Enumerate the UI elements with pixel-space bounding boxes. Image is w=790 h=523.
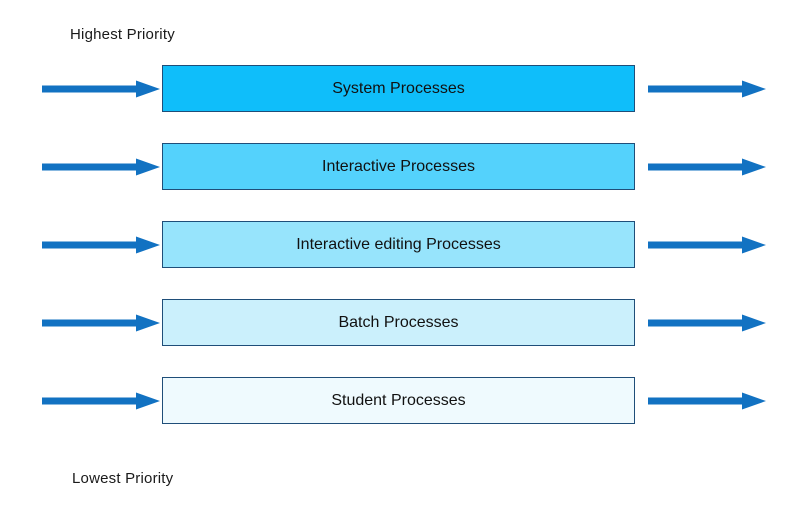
queue-box: Batch Processes	[162, 299, 635, 346]
queue-row: System Processes	[0, 65, 790, 112]
queue-rows: System Processes Interactive Processes	[0, 65, 790, 455]
queue-label: Interactive editing Processes	[296, 235, 501, 253]
lowest-priority-label: Lowest Priority	[72, 470, 174, 487]
queue-box: System Processes	[162, 65, 635, 112]
queue-box: Interactive Processes	[162, 143, 635, 190]
outflow-right-arrow-icon	[648, 158, 766, 175]
inflow-right-arrow-icon	[42, 236, 160, 253]
queue-label: Interactive Processes	[322, 157, 475, 175]
inflow-right-arrow-icon	[42, 392, 160, 409]
inflow-right-arrow-icon	[42, 158, 160, 175]
queue-row: Batch Processes	[0, 299, 790, 346]
queue-box: Interactive editing Processes	[162, 221, 635, 268]
inflow-right-arrow-icon	[42, 314, 160, 331]
queue-row: Interactive editing Processes	[0, 221, 790, 268]
outflow-right-arrow-icon	[648, 80, 766, 97]
highest-priority-label: Highest Priority	[70, 26, 175, 43]
inflow-right-arrow-icon	[42, 80, 160, 97]
outflow-right-arrow-icon	[648, 314, 766, 331]
queue-label: Batch Processes	[338, 313, 459, 331]
queue-row: Student Processes	[0, 377, 790, 424]
queue-row: Interactive Processes	[0, 143, 790, 190]
outflow-right-arrow-icon	[648, 392, 766, 409]
outflow-right-arrow-icon	[648, 236, 766, 253]
queue-box: Student Processes	[162, 377, 635, 424]
queue-label: Student Processes	[331, 391, 466, 409]
queue-label: System Processes	[332, 79, 465, 97]
